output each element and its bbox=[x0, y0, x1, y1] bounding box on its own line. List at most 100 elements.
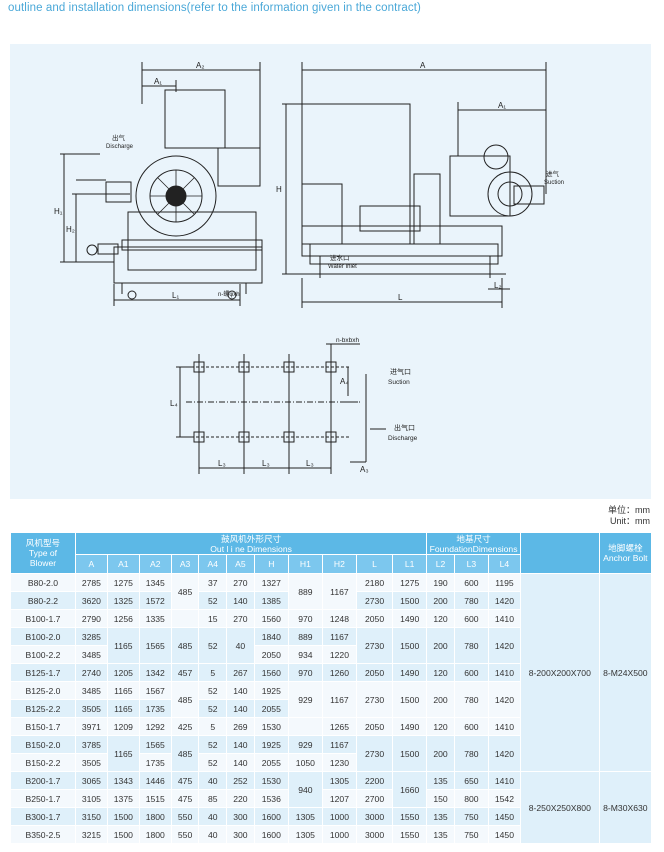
label-suction-cn: 进气口 bbox=[390, 367, 411, 376]
label-h2: H₂ bbox=[66, 225, 75, 234]
table-cell-merged: 929 bbox=[287, 681, 323, 718]
table-cell: 190 bbox=[426, 573, 455, 592]
table-cell: 2700 bbox=[355, 789, 394, 808]
table-cell: 1195 bbox=[487, 573, 521, 592]
table-cell: 220 bbox=[226, 789, 255, 808]
table-cell: 1248 bbox=[321, 609, 357, 628]
table-cell: 1292 bbox=[138, 717, 172, 736]
model-cell: B100-2.2 bbox=[10, 645, 76, 664]
model-cell: B150-2.2 bbox=[10, 753, 76, 772]
label-a2: A₂ bbox=[196, 61, 204, 70]
label-h: H bbox=[276, 185, 282, 194]
table-cell: 1550 bbox=[392, 807, 428, 826]
table-cell: 40 bbox=[198, 825, 228, 844]
base-frame-left bbox=[113, 246, 263, 284]
table-cell: 934 bbox=[287, 645, 323, 664]
table-cell: 267 bbox=[226, 663, 255, 682]
table-cell: 1000 bbox=[321, 825, 357, 844]
table-cell: 1925 bbox=[253, 735, 289, 754]
table-cell: 3000 bbox=[355, 825, 394, 844]
col-header-l3: L3 bbox=[453, 554, 489, 574]
table-cell: 300 bbox=[226, 807, 255, 826]
table-cell: 1000 bbox=[321, 807, 357, 826]
table-cell: 1165 bbox=[106, 681, 140, 700]
table-cell: 1305 bbox=[321, 771, 357, 790]
foundation-size-group-a: 8-200X200X700 bbox=[519, 573, 600, 772]
table-cell-merged: 485 bbox=[170, 681, 200, 718]
table-cell: 2785 bbox=[74, 573, 108, 592]
table-cell-merged: 1167 bbox=[321, 573, 357, 610]
table-cell-merged: 485 bbox=[170, 735, 200, 772]
table-cell: 1230 bbox=[321, 753, 357, 772]
table-cell: 1167 bbox=[321, 735, 357, 754]
table-cell: 1490 bbox=[392, 717, 428, 736]
table-cell: 2740 bbox=[74, 663, 108, 682]
model-cell: B300-1.7 bbox=[10, 807, 76, 826]
table-cell: 550 bbox=[170, 807, 200, 826]
label-a1: A₁ bbox=[154, 77, 162, 86]
model-cell: B250-1.7 bbox=[10, 789, 76, 808]
col-header-a1: A1 bbox=[106, 554, 140, 574]
table-cell: 1565 bbox=[138, 735, 172, 754]
model-cell: B100-2.0 bbox=[10, 627, 76, 646]
table-cell-merged: 1167 bbox=[321, 681, 357, 718]
table-cell: 1209 bbox=[106, 717, 140, 736]
col-header-l2: L2 bbox=[426, 554, 455, 574]
model-cell: B125-1.7 bbox=[10, 663, 76, 682]
table-cell-merged: 1500 bbox=[392, 681, 428, 718]
table-cell-merged: 2730 bbox=[355, 735, 394, 772]
table-cell: 3485 bbox=[74, 681, 108, 700]
table-cell-merged: 1165 bbox=[106, 735, 140, 772]
table-cell: 1560 bbox=[253, 609, 289, 628]
table-cell: 150 bbox=[426, 789, 455, 808]
table-cell: 3785 bbox=[74, 735, 108, 754]
table-cell: 1450 bbox=[487, 807, 521, 826]
table-cell: 1345 bbox=[138, 573, 172, 592]
label-l3-1: L₃ bbox=[218, 459, 226, 468]
table-cell: 2730 bbox=[355, 591, 394, 610]
table-cell: 1220 bbox=[321, 645, 357, 664]
table-cell-merged: 200 bbox=[426, 735, 455, 772]
blower-body bbox=[127, 211, 257, 271]
label-h1: H₁ bbox=[54, 207, 63, 216]
col-header-a2: A2 bbox=[138, 554, 172, 574]
outline-drawing: A₂ A₁ A A₁ H H₁ H₂ L₁ L L₂ L₃ L₃ L₃ L₄ A… bbox=[10, 44, 651, 499]
table-cell: 3505 bbox=[74, 699, 108, 718]
table-cell: 269 bbox=[226, 717, 255, 736]
label-a3: A₃ bbox=[360, 465, 369, 474]
table-cell: 1500 bbox=[106, 825, 140, 844]
table-cell: 37 bbox=[198, 573, 228, 592]
table-cell: 252 bbox=[226, 771, 255, 790]
table-cell-merged: 52 bbox=[198, 627, 228, 664]
table-cell-merged: 889 bbox=[287, 573, 323, 610]
table-cell-merged: 1565 bbox=[138, 627, 172, 664]
table-cell: 3505 bbox=[74, 753, 108, 772]
table-cell: 140 bbox=[226, 681, 255, 700]
table-cell: 2055 bbox=[253, 699, 289, 718]
table-cell: 3971 bbox=[74, 717, 108, 736]
table-cell: 1410 bbox=[487, 771, 521, 790]
col-header-l4: L4 bbox=[487, 554, 521, 574]
table-cell-merged: 780 bbox=[453, 735, 489, 772]
label-a: A bbox=[420, 61, 426, 70]
table-cell: 475 bbox=[170, 789, 200, 808]
header-foundation: 地基尺寸 FoundationDimensions bbox=[426, 531, 521, 556]
table-cell: 1265 bbox=[321, 717, 357, 736]
header-outline: 鼓风机外形尺寸 Out l i ne Dimensions bbox=[74, 531, 428, 556]
label-l3-2: L₃ bbox=[262, 459, 270, 468]
header-anchor: 地脚螺栓 Anchor Bolt bbox=[598, 532, 653, 574]
col-header-a4: A4 bbox=[198, 554, 228, 574]
motor-side bbox=[301, 103, 411, 245]
table-cell-merged: 2730 bbox=[355, 627, 394, 664]
model-cell: B125-2.0 bbox=[10, 681, 76, 700]
table-cell: 140 bbox=[226, 753, 255, 772]
table-cell: 1550 bbox=[392, 825, 428, 844]
col-header-h2: H2 bbox=[321, 554, 357, 574]
